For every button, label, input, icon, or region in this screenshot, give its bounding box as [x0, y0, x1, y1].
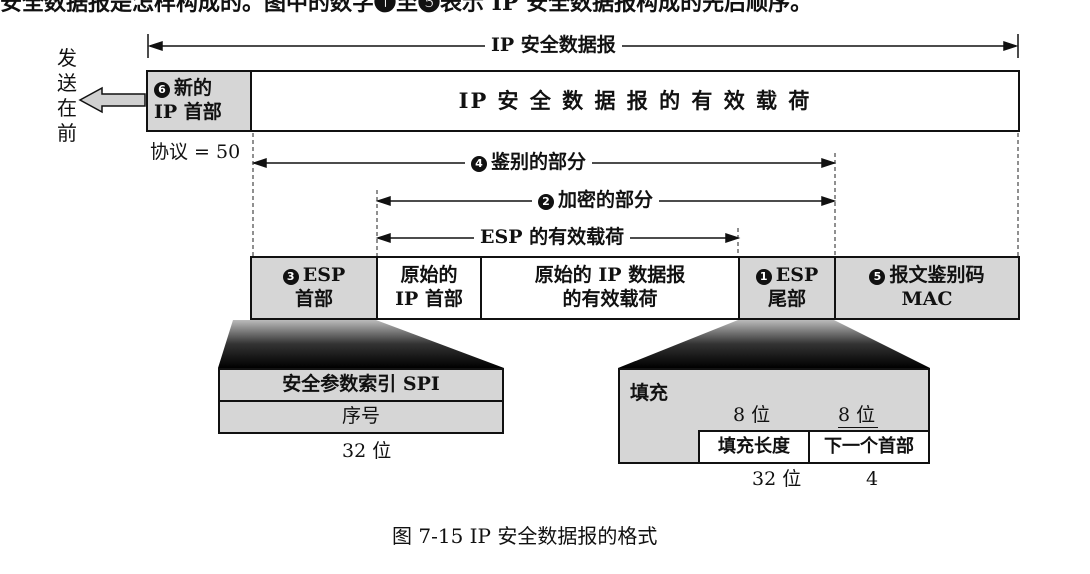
bits-8-underline: [838, 427, 878, 428]
padding-label: 填充: [630, 382, 669, 404]
send-first-arrow: [78, 86, 146, 114]
bits-8-label-b: 8 位: [838, 404, 876, 426]
right-bits-label: 32 位: [752, 468, 802, 490]
figure-caption: 图 7-15 IP 安全数据报的格式: [392, 524, 658, 548]
pad-length-field: 填充长度: [698, 430, 810, 464]
sequence-field: 序号: [218, 400, 504, 434]
step-4-icon: 4: [471, 156, 487, 172]
top-caption: 安全数据报是怎样构成的。图中的数字❶至❺表示 IP 安全数据报构成的先后顺序。: [0, 0, 813, 16]
esp-header-fan: [218, 320, 504, 368]
ip-datagram-label: IP 安全数据报: [485, 34, 622, 57]
ip-payload: IP 安 全 数 据 报 的 有 效 载 荷: [250, 70, 1020, 132]
step-6-icon: 6: [154, 82, 170, 99]
left-bits-label: 32 位: [342, 440, 392, 462]
esp-trailer-fan: [618, 320, 930, 368]
protocol-label: 协议 = 50: [150, 141, 241, 163]
step-3-icon: 3: [282, 269, 299, 286]
original-payload: 原始的 IP 数据报的有效载荷: [480, 256, 740, 320]
spi-field: 安全参数索引 SPI: [218, 368, 504, 402]
esp-payload-label: ESP 的有效载荷: [474, 226, 631, 249]
bits-8-label-a: 8 位: [733, 404, 771, 426]
next-header-field: 下一个首部: [808, 430, 930, 464]
send-first-label: 发送在前: [57, 46, 77, 145]
right-four-label: 4: [866, 468, 879, 490]
step-2-icon: 2: [538, 194, 554, 210]
step-1-icon: 1: [755, 269, 772, 286]
step-5-icon: 5: [869, 269, 886, 286]
